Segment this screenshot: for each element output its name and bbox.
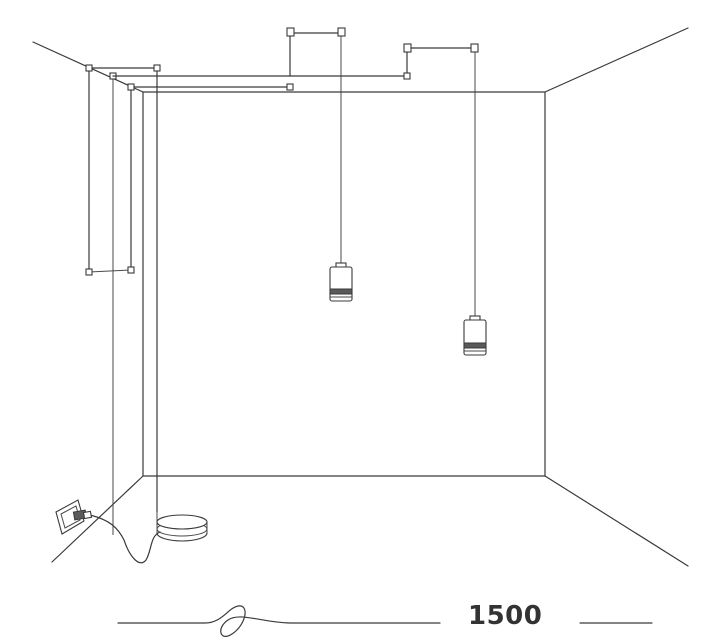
ceiling-clip: [403, 72, 411, 80]
ceiling-cable: [289, 47, 476, 77]
plug-grip: [82, 510, 93, 520]
ceiling-clip: [337, 27, 346, 37]
room-outline: [32, 27, 689, 567]
ceiling-corner-right: [544, 27, 689, 93]
ceiling-clip: [286, 27, 295, 37]
track-clip: [85, 64, 93, 72]
base-disc-top: [156, 514, 208, 530]
ceiling-cable-route: [112, 27, 479, 91]
floor-corner-left: [51, 475, 144, 563]
dimension-line: [117, 605, 653, 637]
pendant-shade: [329, 266, 353, 302]
track-clip: [85, 268, 93, 276]
ceiling-cable: [112, 32, 342, 77]
track-clip: [127, 83, 135, 91]
pendant-lamp-icon: [463, 52, 487, 356]
track-clip: [127, 266, 135, 274]
cable-track-outer: [88, 67, 158, 513]
pendant-ring: [329, 288, 353, 295]
pendant-lamp-icon: [329, 36, 353, 302]
ceiling-clip: [470, 43, 479, 53]
base-disc-icon: [156, 512, 208, 542]
pendant-shade: [463, 319, 487, 356]
floor-corner-right: [544, 475, 689, 567]
back-wall: [142, 91, 546, 477]
pendant-ring: [463, 342, 487, 349]
ceiling-clip: [403, 43, 412, 53]
plug-icon: [72, 509, 93, 521]
socket-icon: [55, 499, 85, 535]
dimension-cable-left: [117, 605, 441, 637]
power-cable: [89, 514, 161, 564]
ceiling-clip: [286, 83, 294, 91]
cable-track: [85, 64, 291, 513]
cable-track-cross: [88, 269, 132, 273]
cable-track-inner: [130, 86, 291, 271]
track-clip: [153, 64, 161, 72]
socket-inner: [60, 505, 81, 529]
dimension-label: 1500: [468, 601, 543, 631]
